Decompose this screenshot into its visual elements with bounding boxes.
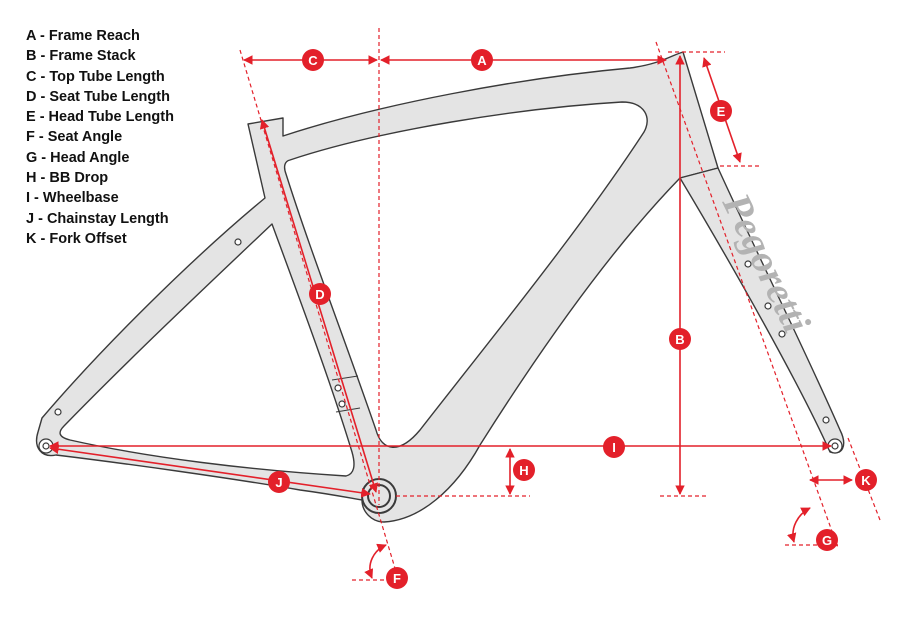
- callout-letter: F: [393, 571, 401, 586]
- legend-item-head-tube-length: E - Head Tube Length: [26, 107, 174, 127]
- callout-letter: J: [275, 475, 282, 490]
- legend-item-label: A - Frame Reach: [26, 28, 140, 44]
- legend-item-frame-reach: A - Frame Reach: [26, 26, 174, 46]
- callout-letter: H: [519, 463, 528, 478]
- dimension-d-line: [259, 119, 379, 493]
- chainstay-eyelet: [54, 408, 62, 416]
- callout-b: B: [669, 328, 691, 350]
- callout-i: I: [603, 436, 625, 458]
- fork-eyelet: [764, 302, 772, 310]
- callout-j: J: [268, 471, 290, 493]
- callout-badge: [268, 471, 290, 493]
- fork-eyelet: [778, 330, 786, 338]
- callout-e: E: [710, 100, 732, 122]
- callout-letter: B: [675, 332, 684, 347]
- callout-g: G: [816, 529, 838, 551]
- dimension-f-arc: [364, 543, 387, 579]
- callout-badge: [386, 567, 408, 589]
- callout-letter: I: [612, 440, 616, 455]
- callout-badge: [309, 283, 331, 305]
- callout-k: K: [855, 469, 877, 491]
- legend-item-label: C - Top Tube Length: [26, 68, 165, 85]
- legend: A - Frame Reach B - Frame Stack C - Top …: [26, 26, 174, 249]
- callout-badge: [471, 49, 493, 71]
- callout-badge: [603, 436, 625, 458]
- callout-badge: [669, 328, 691, 350]
- legend-item-bb-drop: H - BB Drop: [26, 168, 174, 188]
- callout-letter: K: [861, 473, 871, 488]
- callout-badge: [710, 100, 732, 122]
- fork: [679, 167, 845, 454]
- fork-dropout-inner: [831, 442, 839, 450]
- legend-item-label: H - BB Drop: [26, 170, 109, 187]
- fork-eyelet: [744, 260, 752, 268]
- callout-letter: G: [822, 533, 832, 548]
- dimension-j-line: [49, 444, 371, 498]
- callout-letter: C: [308, 53, 318, 68]
- dimension-g-arc: [787, 507, 811, 543]
- dimension-arrows: [49, 55, 853, 579]
- callout-letter: E: [717, 104, 726, 119]
- legend-item-chainstay-length: J - Chainstay Length: [26, 209, 174, 229]
- bottle-cage-bolt: [338, 400, 346, 408]
- legend-item-label: I - Wheelbase: [26, 190, 119, 207]
- legend-item-wheelbase: I - Wheelbase: [26, 188, 174, 208]
- legend-item-label: B - Frame Stack: [26, 48, 136, 65]
- callout-letter: A: [477, 53, 487, 68]
- legend-item-fork-offset: K - Fork Offset: [26, 229, 174, 249]
- callout-d: D: [309, 283, 331, 305]
- legend-item-label: D - Seat Tube Length: [26, 88, 170, 105]
- callout-f: F: [386, 567, 408, 589]
- callout-a: A: [471, 49, 493, 71]
- fork-eyelet: [822, 416, 830, 424]
- callout-c: C: [302, 49, 324, 71]
- rear-dropout-inner: [42, 442, 50, 450]
- callout-letter: D: [315, 287, 324, 302]
- legend-item-seat-tube-length: D - Seat Tube Length: [26, 87, 174, 107]
- legend-item-label: K - Fork Offset: [26, 230, 127, 247]
- legend-item-label: E - Head Tube Length: [26, 109, 174, 126]
- head-tube-axis: [655, 41, 839, 549]
- callout-badge: [302, 49, 324, 71]
- callout-badge: [816, 529, 838, 551]
- legend-item-seat-angle: F - Seat Angle: [26, 127, 174, 147]
- legend-item-frame-stack: B - Frame Stack: [26, 46, 174, 66]
- legend-item-top-tube-length: C - Top Tube Length: [26, 67, 174, 87]
- fork-blade: [679, 167, 845, 454]
- callout-badge: [855, 469, 877, 491]
- seatstay-eyelet: [234, 238, 242, 246]
- legend-item-label: G - Head Angle: [26, 149, 130, 166]
- legend-item-label: F - Seat Angle: [26, 129, 123, 146]
- callout-badge: [513, 459, 535, 481]
- legend-item-head-angle: G - Head Angle: [26, 148, 174, 168]
- callout-h: H: [513, 459, 535, 481]
- legend-item-label: J - Chainstay Length: [26, 210, 169, 227]
